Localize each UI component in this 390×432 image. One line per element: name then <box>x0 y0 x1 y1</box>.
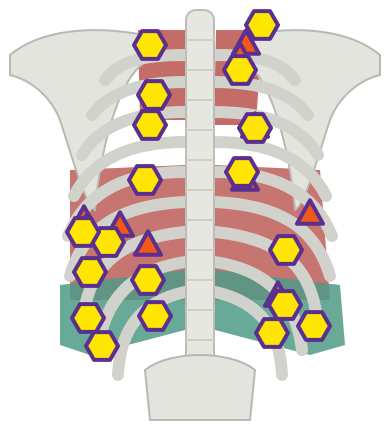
hexagon-marker <box>226 158 258 186</box>
hexagon-marker <box>246 11 278 39</box>
hexagon-marker <box>134 31 166 59</box>
hexagon-marker <box>138 81 170 109</box>
hexagon-marker <box>67 218 99 246</box>
hexagon-marker <box>134 111 166 139</box>
hexagon-marker <box>129 166 161 194</box>
hexagon-marker <box>74 258 106 286</box>
spine <box>186 10 214 390</box>
hexagon-marker <box>86 332 118 360</box>
hexagon-marker <box>269 291 301 319</box>
hexagon-marker <box>72 304 104 332</box>
hexagon-marker <box>224 56 256 84</box>
hexagon-marker <box>270 236 302 264</box>
hexagon-marker <box>256 319 288 347</box>
hexagon-marker <box>298 312 330 340</box>
pelvis <box>145 355 255 420</box>
hexagon-marker <box>239 114 271 142</box>
hexagon-marker <box>132 266 164 294</box>
hexagon-marker <box>139 302 171 330</box>
